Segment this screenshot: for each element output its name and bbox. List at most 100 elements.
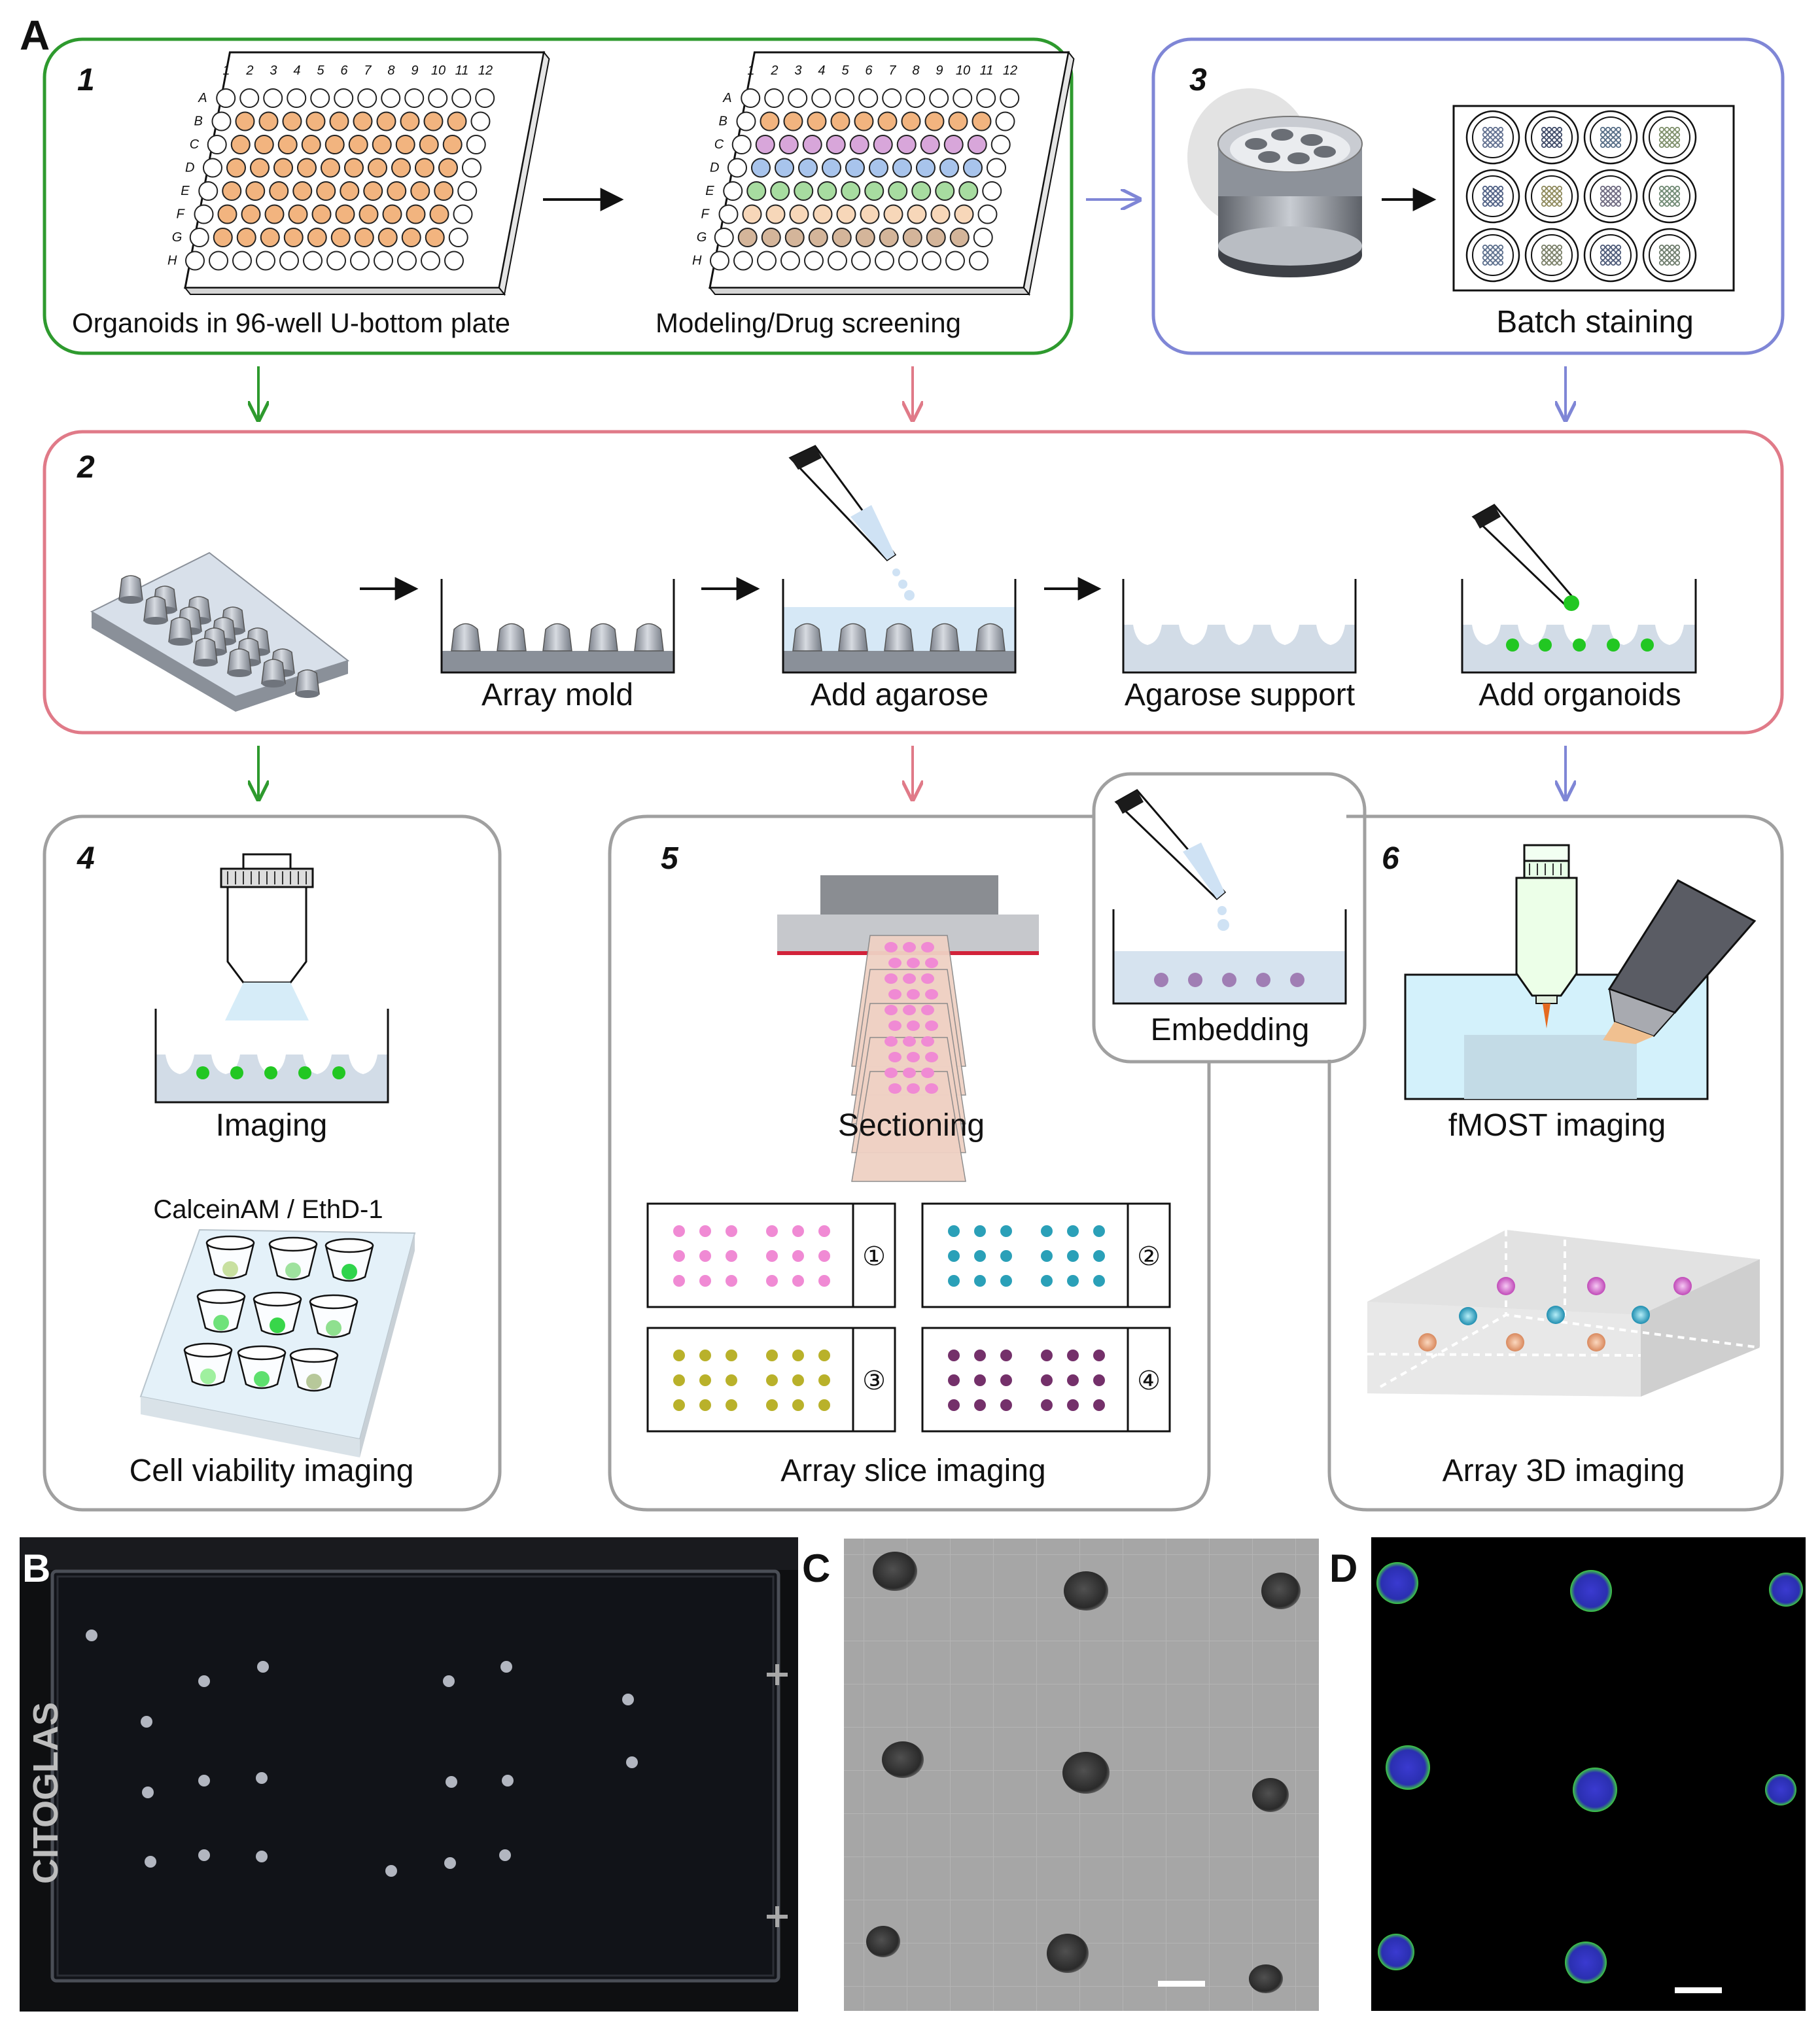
staining-insert-well (1615, 137, 1622, 143)
staining-insert-well (1674, 249, 1681, 256)
plate-well (453, 204, 473, 224)
viability-organoid (200, 1368, 216, 1384)
staining-insert-well (1658, 254, 1665, 261)
plate-well (264, 204, 285, 224)
staining-insert (1472, 116, 1514, 158)
plate-well (401, 228, 421, 247)
staining-insert-well (1546, 126, 1552, 133)
staining-insert-well (1674, 126, 1681, 133)
plate-well (353, 111, 373, 131)
staining-insert-well (1482, 190, 1488, 197)
slide-organoid (948, 1250, 960, 1262)
plate-well (737, 228, 758, 247)
staining-insert-well (1556, 254, 1563, 261)
section-organoid (888, 958, 901, 968)
slide-organoid (792, 1374, 804, 1386)
viability-cup-rim (253, 1291, 302, 1307)
array-mold-container (440, 579, 675, 674)
microscope-objective-4 (220, 853, 314, 1020)
plate-well (922, 251, 941, 271)
staining-insert-well (1487, 185, 1494, 192)
viability-organoid (213, 1315, 229, 1331)
staining-insert-well (1600, 131, 1606, 138)
plate-well (939, 158, 959, 178)
staining-insert-well (1541, 196, 1547, 202)
slide-organoid (1000, 1250, 1012, 1262)
plate-well (892, 158, 912, 178)
box4-caption: Cell viability imaging (130, 1454, 414, 1488)
staining-insert-well (1497, 126, 1504, 133)
mold-post (884, 623, 914, 652)
plate-well (710, 251, 729, 271)
plate-well (306, 111, 326, 131)
plate-well (765, 204, 786, 224)
plate-well (324, 135, 345, 154)
label-add-organoids: Add organoids (1479, 678, 1681, 712)
mold-post (143, 596, 168, 621)
staining-insert-well (1610, 190, 1617, 197)
staining-insert-well (1669, 185, 1675, 192)
staining-insert-well (1605, 131, 1611, 138)
plate-well (410, 181, 430, 201)
plate-well (929, 88, 949, 108)
plate-well (780, 251, 800, 271)
staining-insert-well (1615, 190, 1622, 197)
staining-insert-well (1605, 185, 1611, 192)
slide-organoid (1093, 1250, 1105, 1262)
slide-organoid (818, 1374, 830, 1386)
pipette-tip-agarose (788, 445, 915, 601)
plate-well (226, 158, 246, 178)
slide-organoid (792, 1350, 804, 1361)
plate-bottom (183, 287, 506, 295)
plate-well (310, 88, 330, 108)
staining-insert-well (1551, 260, 1558, 266)
staining-insert-well (1492, 260, 1499, 266)
plate-column-label: 7 (364, 63, 372, 78)
slide-number: ② (1137, 1242, 1161, 1272)
slide-organoid (673, 1350, 685, 1361)
staining-insert-well (1551, 201, 1558, 207)
plate-well (307, 228, 327, 247)
slide-organoid (699, 1399, 711, 1411)
slide-organoid (726, 1250, 737, 1262)
staining-insert-well (1546, 201, 1552, 207)
plate-well (813, 204, 833, 224)
panel-label-a: A (20, 12, 50, 59)
slide-organoid (1041, 1350, 1053, 1361)
mold-post (634, 623, 664, 652)
plate-well (357, 88, 377, 108)
label-imaging-4: Imaging (216, 1108, 328, 1143)
staining-insert-well (1541, 244, 1547, 251)
staining-insert (1531, 116, 1573, 158)
staining-insert-well (1669, 142, 1675, 148)
plate-row-label: H (167, 254, 177, 268)
plate-well (451, 88, 472, 108)
viability-cup-rim (183, 1342, 233, 1358)
staining-insert-well (1551, 142, 1558, 148)
viability-organoid (222, 1261, 238, 1277)
plate-well (296, 158, 317, 178)
staining-insert-well (1669, 126, 1675, 133)
staining-insert-well (1600, 137, 1606, 143)
mold-post (168, 617, 193, 642)
plate-well (311, 204, 332, 224)
plate-well (249, 158, 270, 178)
box3-frame (1151, 37, 1785, 355)
staining-insert-well (1610, 131, 1617, 138)
section-organoid (921, 942, 934, 952)
add-organoids-container (1461, 579, 1697, 674)
plate-well (954, 204, 974, 224)
staining-insert-well (1664, 137, 1670, 143)
plate-column-label: 2 (770, 63, 778, 78)
slide-organoid (792, 1275, 804, 1287)
slide-organoid-spot (500, 1661, 512, 1673)
staining-insert-well (1551, 126, 1558, 133)
slide-organoid (1067, 1350, 1079, 1361)
staining-insert-well (1664, 201, 1670, 207)
box3-number: 3 (1189, 63, 1207, 97)
staining-insert (1590, 175, 1632, 217)
staining-insert-well (1551, 185, 1558, 192)
staining-insert-well (1669, 244, 1675, 251)
staining-insert (1590, 116, 1632, 158)
